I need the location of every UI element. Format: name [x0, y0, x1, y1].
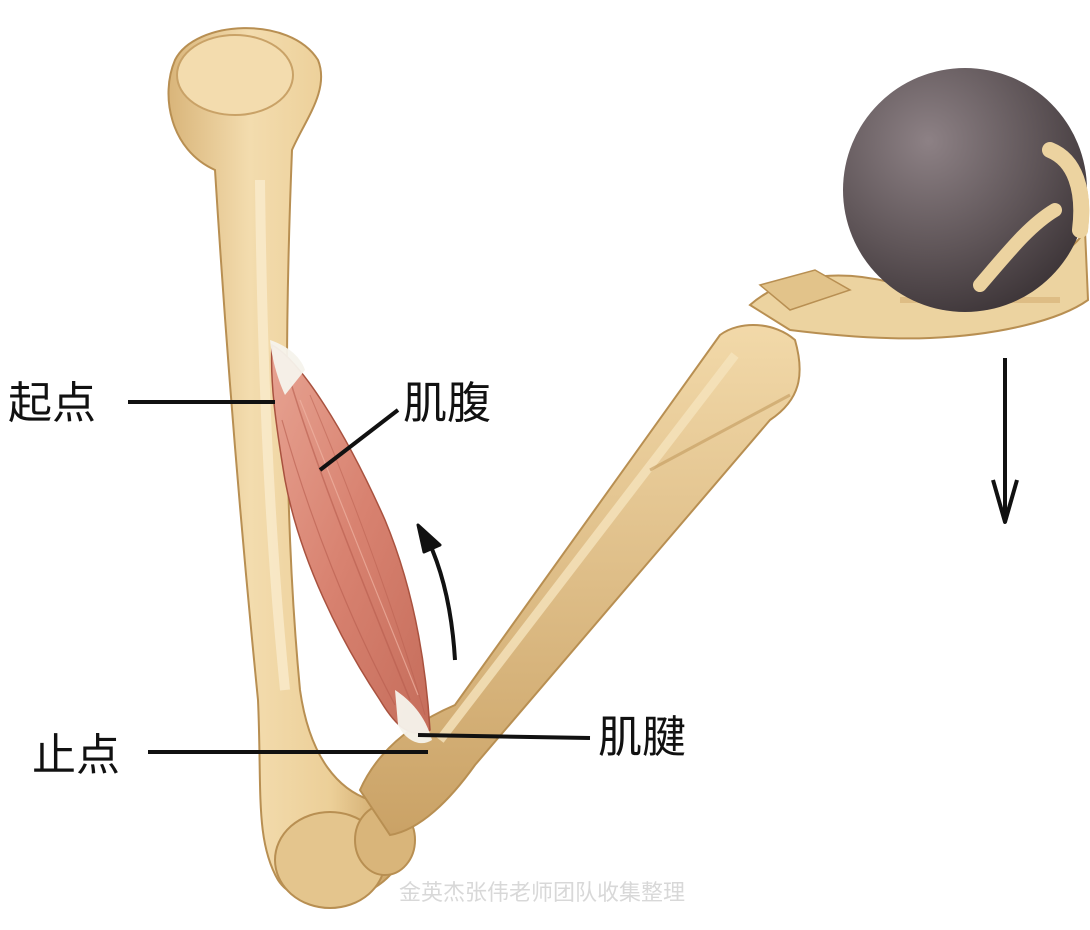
label-origin: 起点 — [8, 378, 96, 429]
label-muscle-belly: 肌腹 — [403, 378, 491, 429]
label-tendon: 肌腱 — [598, 712, 686, 763]
weight-ball — [843, 68, 1087, 312]
upward-curved-arrow-icon — [418, 525, 455, 660]
watermark: 金英杰张伟老师团队收集整理 — [399, 881, 685, 906]
downward-arrow-icon — [993, 358, 1017, 522]
label-insertion: 止点 — [32, 730, 120, 781]
